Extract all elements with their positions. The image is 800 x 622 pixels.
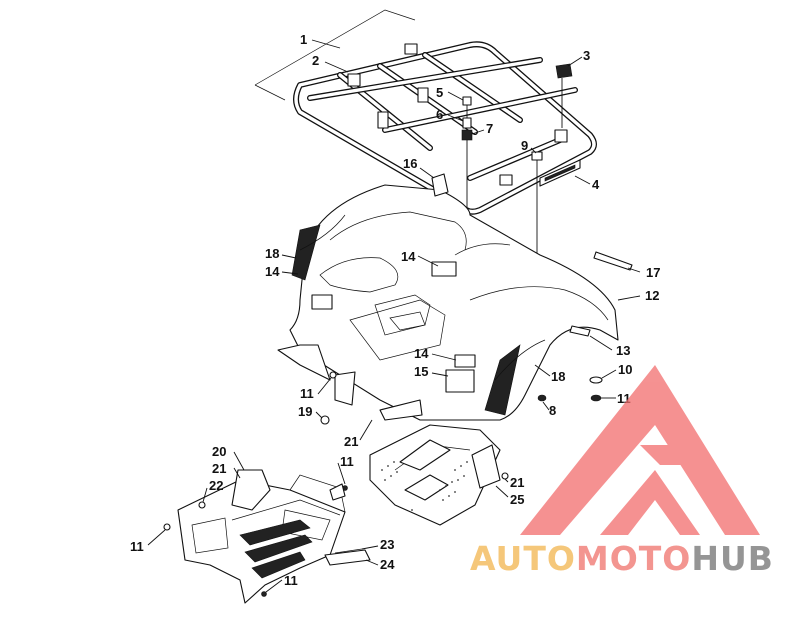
callout-21: 21	[510, 475, 524, 490]
fastener-21	[501, 472, 509, 480]
callout-8: 8	[549, 403, 556, 418]
callout-19: 19	[298, 404, 312, 419]
watermark-text: AUTOMOTOHUB	[470, 539, 774, 578]
callout-14: 14	[414, 346, 429, 361]
callout-16: 16	[403, 156, 417, 171]
watermark-hub: HUB	[691, 539, 774, 578]
callout-2: 2	[312, 53, 319, 68]
watermark-logo	[520, 365, 760, 535]
nut-8	[537, 394, 547, 402]
callout-13: 13	[616, 343, 630, 358]
fastener-11	[261, 591, 267, 597]
callout-14: 14	[401, 249, 416, 264]
callout-24: 24	[380, 557, 395, 572]
callout-10: 10	[618, 362, 632, 377]
left-footwell	[177, 469, 346, 604]
clip-21	[329, 483, 346, 501]
callout-11: 11	[300, 386, 314, 401]
callout-11: 11	[130, 539, 144, 554]
decal-13	[569, 325, 591, 337]
callout-22: 22	[209, 478, 223, 493]
callout-5: 5	[436, 85, 443, 100]
rear-rack	[254, 9, 597, 215]
fastener-11	[163, 523, 171, 531]
callout-18: 18	[265, 246, 279, 261]
callout-9: 9	[521, 138, 528, 153]
watermark-moto: MOTO	[576, 539, 691, 578]
fastener-11	[329, 371, 337, 379]
fastener-19	[320, 415, 330, 425]
washer-10	[589, 376, 603, 384]
callout-15: 15	[414, 364, 428, 379]
callout-6: 6	[436, 107, 443, 122]
callout-17: 17	[646, 265, 660, 280]
callout-4: 4	[592, 177, 600, 192]
nut-11	[590, 394, 602, 402]
callout-11: 11	[284, 573, 298, 588]
callout-12: 12	[645, 288, 659, 303]
callout-11: 11	[340, 454, 354, 469]
callout-14: 14	[265, 264, 280, 279]
decal-16	[431, 173, 449, 197]
right-footwell	[369, 424, 501, 526]
leader-lines	[147, 39, 641, 593]
watermark-auto: AUTO	[470, 539, 576, 578]
callout-labels: 1 2 3 4 5 6 7 8 9 10 11 11 11 11 11 12 1…	[130, 32, 660, 588]
callout-20: 20	[212, 444, 226, 459]
rear-fender	[277, 184, 619, 421]
callout-18: 18	[551, 369, 565, 384]
callout-3: 3	[583, 48, 590, 63]
callout-23: 23	[380, 537, 394, 552]
callout-21: 21	[212, 461, 226, 476]
callout-1: 1	[300, 32, 307, 47]
callout-25: 25	[510, 492, 524, 507]
callout-21: 21	[344, 434, 358, 449]
decal-17	[593, 251, 633, 271]
step-plate-24	[324, 549, 371, 566]
fastener-22	[198, 501, 206, 509]
step-plate-23	[334, 548, 363, 554]
callout-7: 7	[486, 121, 493, 136]
